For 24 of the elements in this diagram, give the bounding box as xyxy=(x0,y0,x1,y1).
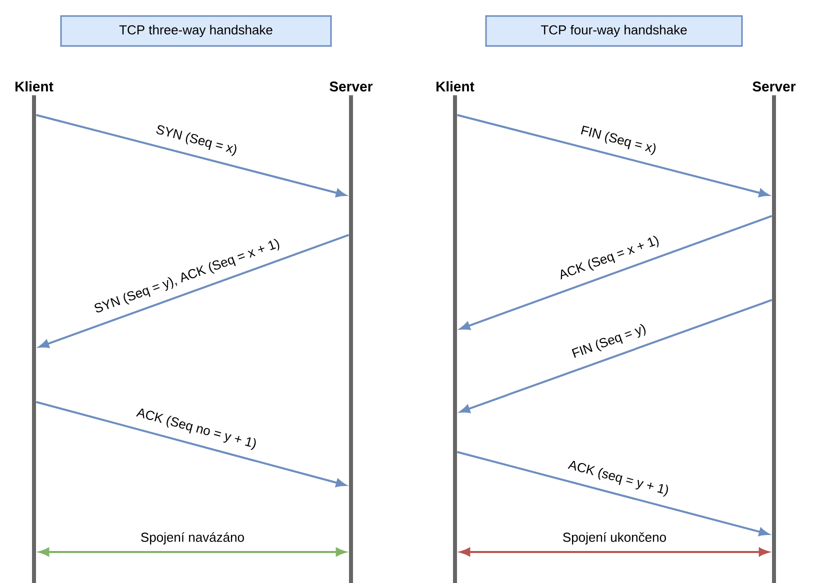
edge-label: Spojení navázáno xyxy=(141,532,244,544)
edge-label: SYN (Seq = x) xyxy=(156,125,236,156)
edge-label: FIN (Seq = x) xyxy=(580,126,656,156)
edge-label: ACK (Seq no = y + 1) xyxy=(136,408,256,450)
arrow xyxy=(39,234,350,348)
arrow xyxy=(36,401,346,487)
edge-label: ACK (Seq = x + 1) xyxy=(560,236,659,280)
participant-label: Server xyxy=(752,82,796,92)
arrow xyxy=(456,451,769,536)
edge-label: SYN (Seq = y), ACK (Seq = x + 1) xyxy=(94,238,280,312)
arrow xyxy=(460,299,772,413)
arrow xyxy=(36,114,346,198)
participant-label: Klient xyxy=(436,81,474,92)
arrow xyxy=(460,548,769,556)
participant-label: Server xyxy=(330,82,373,92)
title-box: TCP three-way handshake xyxy=(60,15,332,47)
edge-label: Spojení ukončeno xyxy=(563,532,666,544)
participant-label: Klient xyxy=(16,81,54,92)
arrow xyxy=(456,114,769,198)
edge-label: FIN (Seq = y) xyxy=(572,324,646,358)
title-box: TCP four-way handshake xyxy=(485,15,743,47)
arrow xyxy=(39,548,346,556)
edge-label: ACK (seq = y + 1) xyxy=(568,460,668,497)
arrow xyxy=(460,215,772,330)
